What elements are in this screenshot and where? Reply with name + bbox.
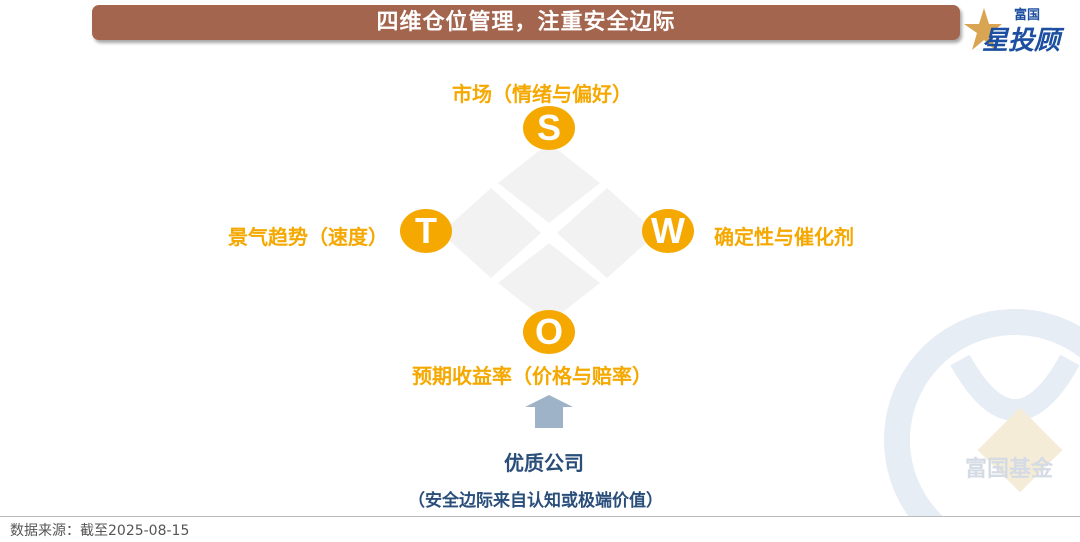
circle-t: T xyxy=(400,209,452,253)
diamond-left xyxy=(441,188,541,278)
logo-main-text: 星投顾 xyxy=(982,26,1061,56)
source-note: 数据来源：截至2025-08-15 xyxy=(10,523,190,539)
label-o: 预期收益率（价格与赔率） xyxy=(412,364,652,388)
base-subtitle: （安全边际来自认知或极端价值） xyxy=(408,491,663,511)
swot-diamond xyxy=(441,143,657,428)
label-t: 景气趋势（速度） xyxy=(228,225,388,249)
logo: 富国 星投顾 xyxy=(962,4,1077,56)
circle-o: O xyxy=(523,310,575,354)
diamond-right xyxy=(557,188,657,278)
diamond-top xyxy=(498,143,600,223)
circle-w: W xyxy=(642,209,694,253)
watermark-text: 富国基金 xyxy=(965,456,1054,482)
watermark-logo: 富国基金 xyxy=(884,309,1080,516)
circle-s: S xyxy=(523,106,575,150)
label-w: 确定性与催化剂 xyxy=(714,225,854,249)
label-s: 市场（情绪与偏好） xyxy=(452,82,632,106)
divider xyxy=(0,516,1080,517)
base-title: 优质公司 xyxy=(504,451,584,475)
logo-top-text: 富国 xyxy=(1014,8,1041,23)
up-arrow-icon xyxy=(525,395,573,428)
diamond-bottom xyxy=(498,243,600,323)
star-icon xyxy=(964,8,1002,50)
page-title: 四维仓位管理，注重安全边际 xyxy=(92,5,960,40)
